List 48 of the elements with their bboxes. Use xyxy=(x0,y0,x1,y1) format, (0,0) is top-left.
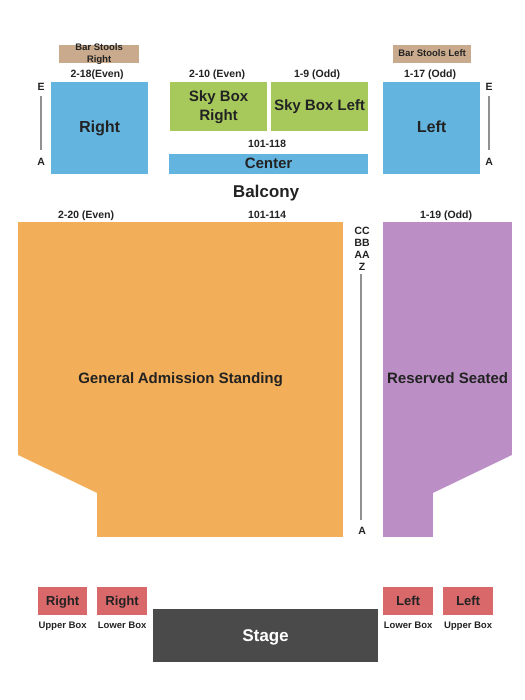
section-name: Bar Stools Right xyxy=(74,42,124,66)
row-label: 101-114 xyxy=(248,209,286,221)
section-heading: Balcony xyxy=(232,182,300,202)
section-name: Reserved Seated xyxy=(387,370,508,389)
seating-section xyxy=(97,587,147,615)
row-label: 2-10 (Even) xyxy=(188,68,246,80)
row-label: 1-17 (Odd) xyxy=(404,68,456,80)
stage xyxy=(153,609,378,662)
section-name: Right xyxy=(46,592,80,610)
seating-section xyxy=(169,154,368,174)
section-name: Bar Stools Left xyxy=(398,48,466,60)
section-name: Left xyxy=(456,592,480,610)
row-label: E xyxy=(486,81,492,93)
row-label: Z xyxy=(358,261,366,273)
row-label: A xyxy=(485,156,493,168)
section-name: Sky Box Left xyxy=(274,97,365,116)
seating-section xyxy=(59,45,139,63)
row-label: 1-9 (Odd) xyxy=(294,68,340,80)
row-label: A xyxy=(37,156,45,168)
seating-section xyxy=(383,222,512,537)
section-name: Center xyxy=(244,154,292,174)
row-label: 101-118 xyxy=(248,138,286,150)
section-name: Sky Box Right xyxy=(188,88,250,126)
seating-section xyxy=(383,82,480,174)
seating-section xyxy=(170,82,267,131)
row-label: A xyxy=(358,525,366,537)
section-name: Left xyxy=(396,592,420,610)
row-label: E xyxy=(38,81,44,93)
section-name: Stage xyxy=(242,624,289,646)
seating-section xyxy=(393,45,471,63)
seating-section xyxy=(18,222,343,537)
box-caption: Lower Box xyxy=(98,620,146,631)
box-caption: Upper Box xyxy=(444,620,492,631)
section-name: General Admission Standing xyxy=(78,370,283,389)
box-caption: Upper Box xyxy=(38,620,87,631)
seating-section xyxy=(51,82,148,174)
row-label: BB xyxy=(354,237,370,249)
seating-section xyxy=(443,587,493,615)
section-name: Right xyxy=(105,592,139,610)
seating-section xyxy=(271,82,368,131)
section-name: Right xyxy=(79,118,120,138)
row-label: CC xyxy=(354,225,370,237)
box-caption: Lower Box xyxy=(384,620,432,631)
row-label: AA xyxy=(354,249,370,261)
seating-section xyxy=(383,587,433,615)
section-name: Left xyxy=(416,118,446,138)
row-label: 2-18(Even) xyxy=(70,68,124,80)
seating-section xyxy=(38,587,87,615)
